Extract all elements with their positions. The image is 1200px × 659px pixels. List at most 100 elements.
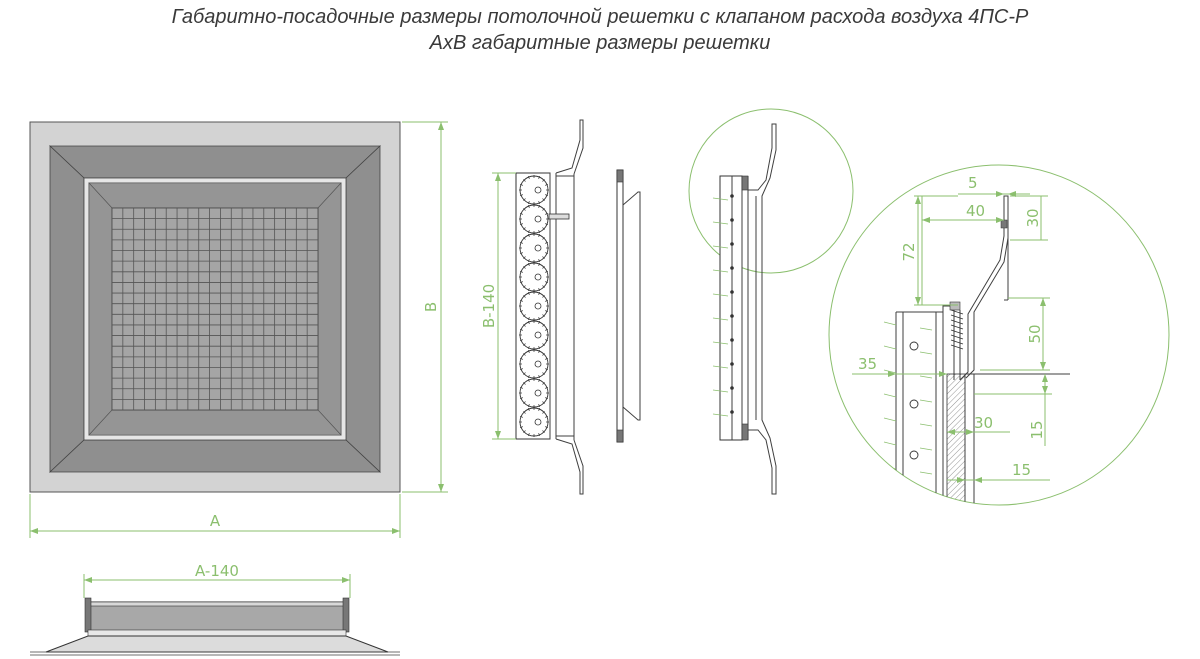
detail-pivot	[909, 399, 919, 409]
grid-bevel-top	[88, 182, 342, 209]
section-slat	[712, 245, 729, 249]
drawing-subtitle: АхВ габаритные размеры решетки	[429, 32, 771, 54]
dimension-a: A	[29, 494, 401, 538]
blade-pivot	[534, 302, 542, 310]
blade-tooth	[527, 321, 530, 325]
blade-tooth	[527, 287, 530, 291]
blade-tooth	[520, 212, 524, 215]
blade-tooth	[527, 292, 530, 296]
bottom-view: A-140	[30, 562, 400, 656]
dimension-a140: A-140	[83, 562, 351, 598]
dim-72: 72	[900, 242, 918, 261]
blade-tooth	[544, 386, 548, 389]
blade-tooth	[544, 270, 548, 273]
blade-tooth	[520, 241, 524, 244]
blade-tooth	[527, 345, 530, 349]
blade-tooth	[544, 368, 548, 371]
hatched-profile	[946, 373, 966, 505]
detail-contents	[883, 195, 1070, 505]
blade-tooth	[538, 408, 541, 412]
detail-callout-circle	[688, 108, 854, 274]
blade-tooth	[538, 316, 541, 320]
plenum-top-edge	[87, 601, 347, 607]
spring-coil	[950, 339, 964, 345]
blade-tooth	[542, 401, 545, 404]
blade-tooth	[527, 205, 530, 209]
blade-tooth	[520, 328, 524, 331]
blade-tooth	[520, 299, 524, 302]
spring-coil	[950, 324, 964, 330]
blade-tooth	[523, 198, 526, 201]
blade-tooth	[523, 179, 526, 182]
grid-bevel-right	[317, 182, 342, 436]
blade-tooth	[523, 227, 526, 230]
blade-tooth	[544, 241, 548, 244]
section-housing	[719, 175, 743, 441]
dim-35: 35	[858, 355, 877, 373]
blade-tooth	[527, 176, 530, 180]
blade-tooth	[542, 227, 545, 230]
blade-tooth	[523, 343, 526, 346]
blade-tooth	[544, 357, 548, 360]
spring-coil	[950, 344, 964, 350]
grille-bottom-clip	[616, 429, 624, 443]
grid-bevel-bottom	[88, 409, 342, 436]
blade-tooth	[542, 430, 545, 433]
plenum-right-tab	[342, 597, 350, 633]
blade-tooth	[542, 295, 545, 298]
valve-handle[interactable]	[548, 213, 570, 220]
blade-tooth	[542, 314, 545, 317]
plenum-lip	[87, 629, 347, 637]
section-slat	[712, 389, 729, 393]
dim-15-right: 15	[1028, 420, 1046, 439]
section-bottom-clip	[741, 423, 749, 441]
section-pivot	[730, 290, 734, 294]
blade-pivot	[534, 331, 542, 339]
blade-tooth	[527, 229, 530, 233]
blade-tooth	[527, 200, 530, 204]
blade-tooth	[527, 263, 530, 267]
section-top-clip	[741, 175, 749, 191]
blade-tooth	[544, 339, 548, 342]
section-slat	[712, 341, 729, 345]
section-pivot	[730, 338, 734, 342]
section-slat	[712, 413, 729, 417]
blade-tooth	[542, 382, 545, 385]
section-pivot	[730, 242, 734, 246]
blade-tooth	[538, 258, 541, 262]
blade-tooth	[527, 234, 530, 238]
spring-coil	[950, 319, 964, 325]
detail-slat	[919, 495, 933, 499]
section-slat	[712, 365, 729, 369]
section-pivot	[730, 266, 734, 270]
blade-tooth	[542, 198, 545, 201]
blade-tooth	[544, 212, 548, 215]
blade-tooth	[538, 345, 541, 349]
detail-slat	[919, 399, 933, 403]
section-view	[688, 108, 854, 495]
dimension-b-label: B	[422, 302, 440, 312]
blade-tooth	[542, 343, 545, 346]
blade-tooth	[520, 426, 524, 429]
blade-tooth	[542, 285, 545, 288]
blade-tooth	[542, 353, 545, 356]
detail-slat	[883, 369, 897, 374]
blade-tooth	[523, 314, 526, 317]
blade-tooth	[542, 256, 545, 259]
blade-tooth	[542, 237, 545, 240]
spring-coil	[950, 314, 964, 320]
detail-slat	[919, 423, 933, 427]
spring-coil	[950, 309, 964, 315]
detail-pivots	[909, 341, 919, 460]
bevel-left	[49, 145, 85, 473]
side-view: B-140	[480, 119, 584, 495]
blade-tooth	[527, 316, 530, 320]
blade-tooth	[523, 285, 526, 288]
blade-tooth	[544, 328, 548, 331]
blade-tooth	[542, 411, 545, 414]
blade-pivot	[534, 273, 542, 281]
blade-tooth	[538, 374, 541, 378]
blade-tooth	[520, 357, 524, 360]
blade-tooth	[538, 287, 541, 291]
blade-tooth	[523, 353, 526, 356]
